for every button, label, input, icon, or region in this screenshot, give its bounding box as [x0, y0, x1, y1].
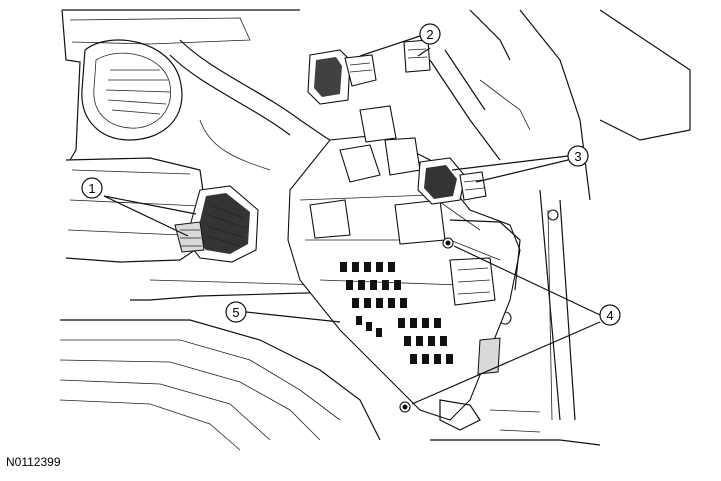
connector-1-assembly: [174, 185, 259, 263]
callout-5: 5: [225, 301, 247, 323]
junction-box-5: [287, 105, 521, 431]
svg-text:4: 4: [606, 308, 613, 323]
figure-reference-code: N0112399: [6, 455, 61, 469]
svg-text:5: 5: [232, 305, 239, 320]
svg-text:1: 1: [88, 181, 95, 196]
fuse-grid: [340, 262, 453, 364]
leader-lines: [103, 35, 601, 405]
callout-4: 4: [599, 304, 621, 326]
callout-2: 2: [419, 23, 441, 45]
svg-text:2: 2: [426, 27, 433, 42]
callout-1: 1: [81, 177, 103, 199]
connector-2-assembly: [307, 39, 431, 105]
connector-3-assembly: [417, 157, 487, 205]
svg-text:3: 3: [574, 149, 581, 164]
callout-3: 3: [567, 145, 589, 167]
